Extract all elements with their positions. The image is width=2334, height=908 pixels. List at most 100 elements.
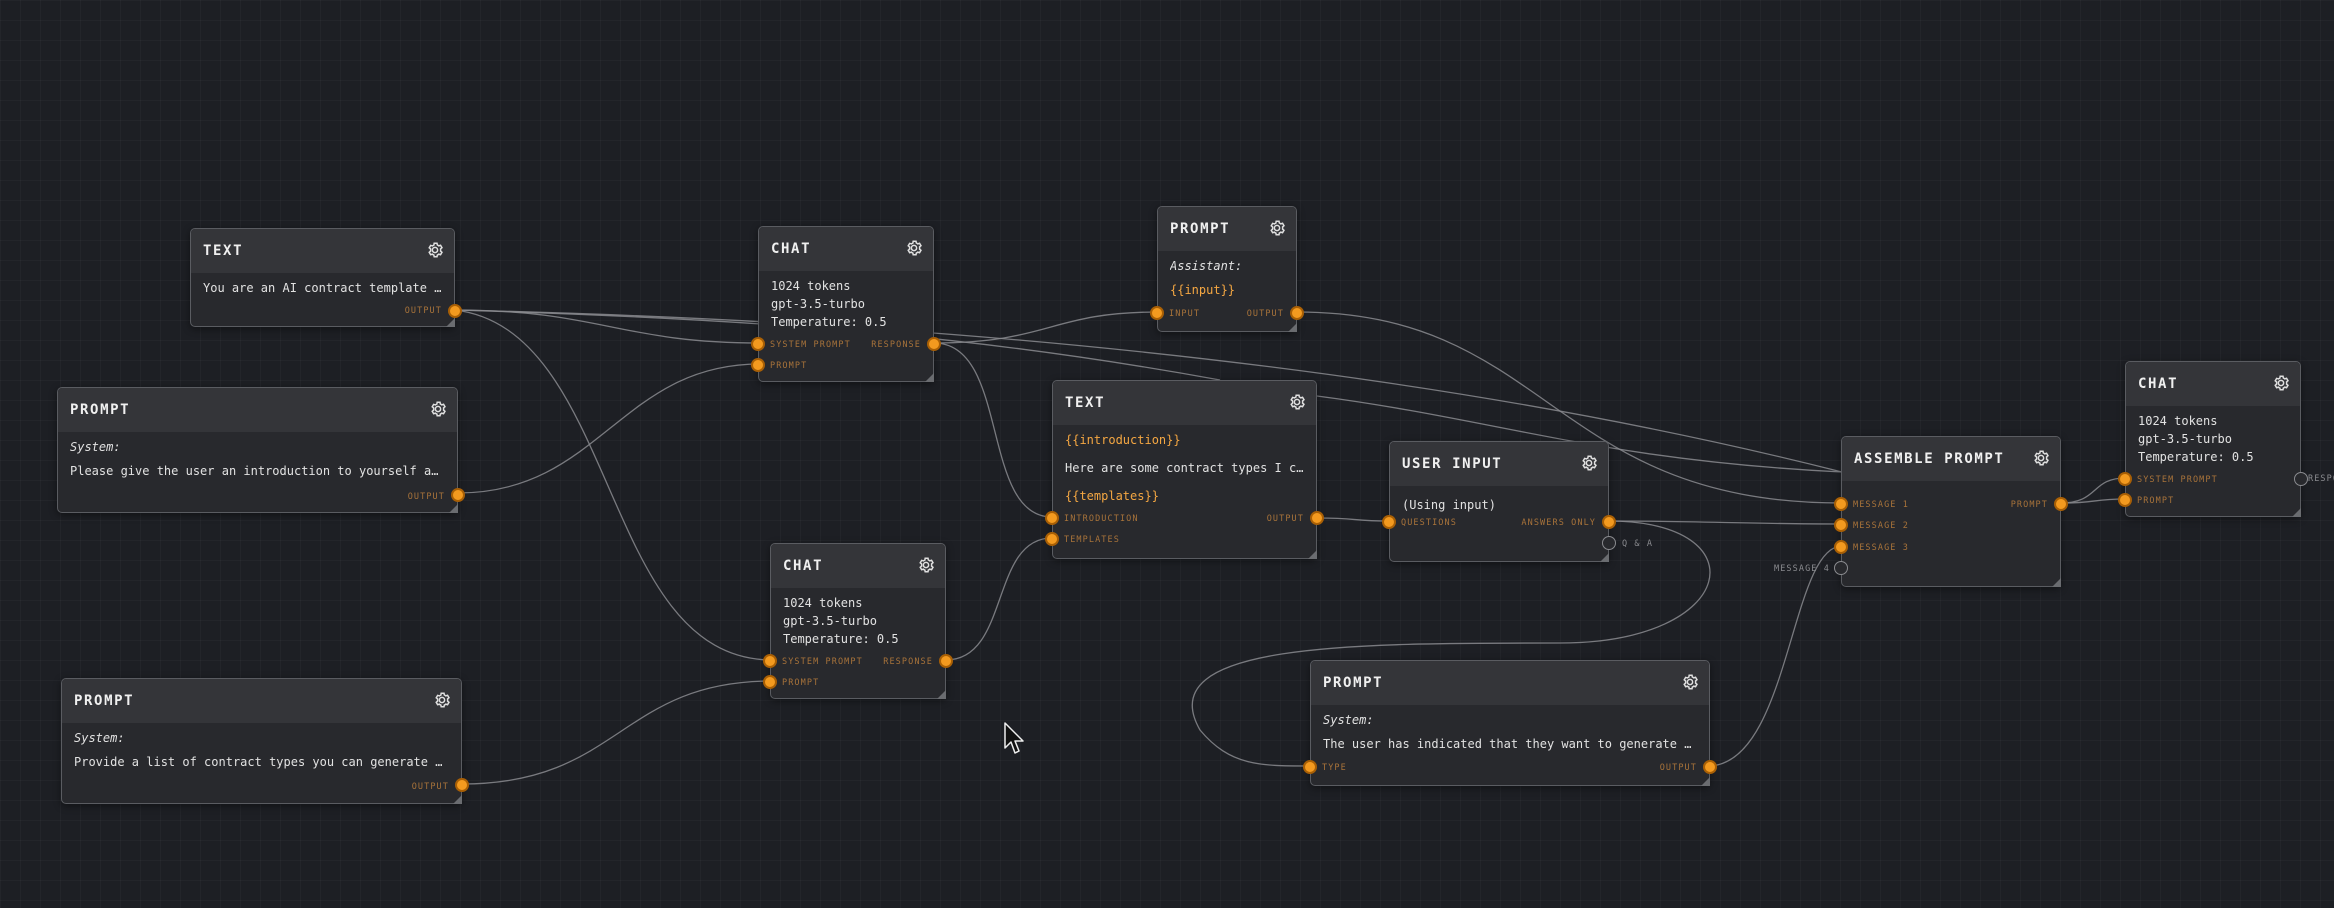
resize-handle[interactable] bbox=[937, 690, 946, 699]
node-header[interactable]: PROMPT bbox=[58, 388, 457, 432]
node-header[interactable]: PROMPT bbox=[1311, 661, 1709, 705]
type-port[interactable] bbox=[1303, 760, 1317, 774]
prompt-node-intro[interactable]: PROMPT System: Please give the user an i… bbox=[57, 387, 465, 513]
port-label-prompt: PROMPT bbox=[782, 678, 820, 688]
node-header[interactable]: CHAT bbox=[759, 227, 933, 271]
node-title: PROMPT bbox=[1323, 675, 1384, 691]
resize-handle[interactable] bbox=[1288, 323, 1297, 332]
message-2-port[interactable] bbox=[1834, 518, 1848, 532]
message-1-port[interactable] bbox=[1834, 497, 1848, 511]
wire-text-to-chat-mid-system bbox=[454, 309, 773, 661]
resize-handle[interactable] bbox=[925, 373, 934, 382]
prompt-template: {{input}} bbox=[1170, 283, 1236, 297]
chat-node-right[interactable]: CHAT 1024 tokens gpt-3.5-turbo Temperatu… bbox=[2118, 361, 2308, 517]
templates-port[interactable] bbox=[1045, 532, 1059, 546]
resize-handle[interactable] bbox=[1308, 550, 1317, 559]
chat-node-top[interactable]: CHAT 1024 tokens gpt-3.5-turbo Temperatu… bbox=[751, 226, 941, 382]
prompt-port[interactable] bbox=[763, 675, 777, 689]
node-text-line: The user has indicated that they want to… bbox=[1323, 737, 1697, 751]
port-label-output: OUTPUT bbox=[404, 306, 442, 316]
resize-handle[interactable] bbox=[2052, 578, 2061, 587]
chat-tokens: 1024 tokens bbox=[783, 596, 863, 610]
prompt-node-type[interactable]: PROMPT System: The user has indicated th… bbox=[1303, 660, 1717, 786]
gear-icon[interactable] bbox=[1268, 219, 1286, 237]
resize-handle[interactable] bbox=[446, 318, 455, 327]
system-prompt-port[interactable] bbox=[751, 337, 765, 351]
output-port[interactable] bbox=[451, 488, 465, 502]
prompt-node-list[interactable]: PROMPT System: Provide a list of contrac… bbox=[61, 678, 469, 804]
response-port[interactable] bbox=[939, 654, 953, 668]
prompt-node-assistant[interactable]: PROMPT Assistant: {{input}} INPUT OUTPUT bbox=[1150, 206, 1304, 332]
node-header[interactable]: CHAT bbox=[771, 544, 945, 588]
port-label-response-clipped: RESPONSE bbox=[2308, 474, 2334, 484]
wire-chat-mid-to-text-templates bbox=[945, 537, 1053, 661]
node-header[interactable]: PROMPT bbox=[1158, 207, 1296, 251]
node-header[interactable]: CHAT bbox=[2126, 362, 2300, 406]
qa-port[interactable] bbox=[1602, 536, 1616, 550]
node-title: CHAT bbox=[783, 558, 824, 574]
prompt-port[interactable] bbox=[751, 358, 765, 372]
output-port[interactable] bbox=[448, 304, 462, 318]
output-port[interactable] bbox=[455, 778, 469, 792]
prompt-port[interactable] bbox=[2054, 497, 2068, 511]
node-header[interactable]: TEXT bbox=[191, 229, 454, 273]
wire-assemble-to-chat-right-system bbox=[2059, 477, 2127, 504]
node-header[interactable]: TEXT bbox=[1053, 381, 1316, 425]
node-title: USER INPUT bbox=[1402, 456, 1503, 472]
chat-model: gpt-3.5-turbo bbox=[783, 614, 877, 628]
gear-icon[interactable] bbox=[1681, 673, 1699, 691]
node-header[interactable]: ASSEMBLE PROMPT bbox=[1842, 437, 2060, 481]
text-node-system[interactable]: TEXT You are an AI contract template gen… bbox=[190, 228, 462, 327]
prompt-role: System: bbox=[74, 731, 125, 745]
assemble-prompt-node[interactable]: ASSEMBLE PROMPT MESSAGE 1 MESSAGE 2 MESS… bbox=[1774, 436, 2068, 587]
message-3-port[interactable] bbox=[1834, 540, 1848, 554]
port-label-introduction: INTRODUCTION bbox=[1064, 514, 1139, 524]
resize-handle[interactable] bbox=[453, 795, 462, 804]
system-prompt-port[interactable] bbox=[763, 654, 777, 668]
resize-handle[interactable] bbox=[1701, 777, 1710, 786]
port-label-message-1: MESSAGE 1 bbox=[1853, 500, 1909, 510]
introduction-port[interactable] bbox=[1045, 511, 1059, 525]
port-label-answers-only: ANSWERS ONLY bbox=[1521, 518, 1596, 528]
response-port[interactable] bbox=[2294, 472, 2308, 486]
input-port[interactable] bbox=[1150, 306, 1164, 320]
resize-handle[interactable] bbox=[2292, 508, 2301, 517]
gear-icon[interactable] bbox=[917, 556, 935, 574]
user-input-node[interactable]: USER INPUT (Using input) QUESTIONS ANSWE… bbox=[1382, 441, 1652, 562]
gear-icon[interactable] bbox=[905, 239, 923, 257]
text-node-template[interactable]: TEXT {{introduction}} Here are some cont… bbox=[1045, 380, 1324, 559]
questions-port[interactable] bbox=[1382, 515, 1396, 529]
port-label-output: OUTPUT bbox=[411, 782, 449, 792]
port-label-type: TYPE bbox=[1322, 763, 1347, 773]
gear-icon[interactable] bbox=[429, 400, 447, 418]
chat-temperature: Temperature: 0.5 bbox=[783, 632, 899, 646]
answers-only-port[interactable] bbox=[1602, 515, 1616, 529]
chat-temperature: Temperature: 0.5 bbox=[771, 315, 887, 329]
port-label-system-prompt: SYSTEM PROMPT bbox=[770, 340, 851, 350]
output-port[interactable] bbox=[1310, 511, 1324, 525]
system-prompt-port[interactable] bbox=[2118, 472, 2132, 486]
gear-icon[interactable] bbox=[1288, 393, 1306, 411]
gear-icon[interactable] bbox=[2272, 374, 2290, 392]
text-template-introduction: {{introduction}} bbox=[1065, 433, 1181, 447]
node-title: ASSEMBLE PROMPT bbox=[1854, 451, 2005, 467]
output-port[interactable] bbox=[1703, 760, 1717, 774]
node-text-line: Provide a list of contract types you can… bbox=[74, 755, 449, 769]
prompt-port[interactable] bbox=[2118, 493, 2132, 507]
chat-node-mid[interactable]: CHAT 1024 tokens gpt-3.5-turbo Temperatu… bbox=[763, 543, 953, 699]
resize-handle[interactable] bbox=[1600, 553, 1609, 562]
chat-tokens: 1024 tokens bbox=[2138, 414, 2218, 428]
wire-text-to-user-input bbox=[1316, 517, 1391, 522]
message-4-port[interactable] bbox=[1834, 561, 1848, 575]
gear-icon[interactable] bbox=[1580, 454, 1598, 472]
output-port[interactable] bbox=[1290, 306, 1304, 320]
node-header[interactable]: PROMPT bbox=[62, 679, 461, 723]
response-port[interactable] bbox=[927, 337, 941, 351]
gear-icon[interactable] bbox=[433, 691, 451, 709]
gear-icon[interactable] bbox=[426, 241, 444, 259]
resize-handle[interactable] bbox=[449, 504, 458, 513]
node-header[interactable]: USER INPUT bbox=[1390, 442, 1608, 486]
gear-icon[interactable] bbox=[2032, 449, 2050, 467]
port-label-system-prompt: SYSTEM PROMPT bbox=[2137, 475, 2218, 485]
